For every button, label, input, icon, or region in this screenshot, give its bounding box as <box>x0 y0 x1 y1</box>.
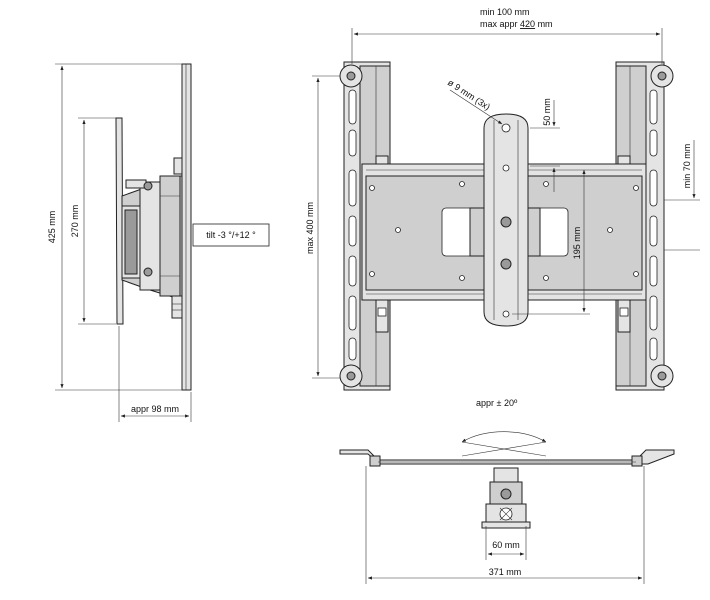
front-view: min 100 mm max appr 420 mm max 400 mm ø … <box>305 7 700 391</box>
dim-front-max-value: 420 <box>520 19 535 29</box>
dim-hole-diameter: ø 9 mm (3x) <box>446 77 492 112</box>
dim-swivel: appr ± 20º <box>476 398 518 408</box>
dim-base-width: 60 mm <box>492 540 520 550</box>
bracket-bolt-icon <box>500 258 512 270</box>
top-view: appr ± 20º 60 mm 37 <box>339 398 675 584</box>
front-central-bracket <box>483 113 529 327</box>
side-tv-plate <box>115 117 124 325</box>
tilt-label-box <box>192 223 270 247</box>
bracket-bolt-icon <box>500 216 512 228</box>
dim-side-height-total: 425 mm <box>47 211 57 244</box>
dim-front-min-width: min 100 mm <box>480 7 530 17</box>
dim-total-width: 371 mm <box>489 567 522 577</box>
dim-front-max-height: max 400 mm <box>305 202 315 254</box>
dim-front-max-prefix: max appr <box>480 19 520 29</box>
dim-front-max-unit: mm <box>535 19 553 29</box>
dim-depth: appr 98 mm <box>131 404 179 414</box>
side-tilt-mechanism <box>121 157 183 319</box>
dim-bracket-span: 195 mm <box>572 227 582 260</box>
dim-front-max-width: max appr 420 mm <box>480 19 553 29</box>
top-tv-plate <box>339 449 675 467</box>
side-wall-plate <box>181 63 192 391</box>
dim-bracket-top-offset: 50 mm <box>542 98 552 126</box>
side-view: 425 mm 270 mm tilt -3 °/+12 ° appr 98 mm <box>47 63 270 422</box>
top-swivel-arm <box>481 467 531 529</box>
tilt-label: tilt -3 °/+12 ° <box>206 230 256 240</box>
dim-side-height-inner: 270 mm <box>70 205 80 238</box>
front-left-rail <box>339 61 391 391</box>
side-bolt-icon <box>143 181 153 191</box>
side-bolt-icon <box>143 267 153 277</box>
dim-min-offset: min 70 mm <box>682 144 692 189</box>
